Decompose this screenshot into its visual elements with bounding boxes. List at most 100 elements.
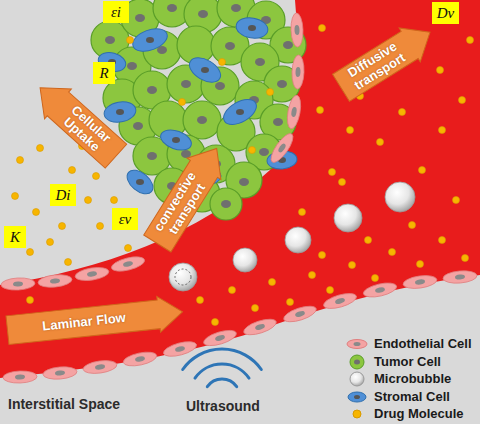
cell-nucleus	[215, 82, 225, 90]
cell-nucleus	[254, 323, 265, 331]
drug-molecule	[319, 25, 326, 32]
legend-sample	[347, 340, 367, 349]
cell-nucleus	[239, 178, 249, 186]
drug-molecule	[439, 127, 446, 134]
endothelial-cell	[82, 359, 117, 376]
tumor-cell	[210, 188, 242, 220]
drug-molecule	[47, 239, 54, 246]
drug-molecule	[377, 139, 384, 146]
cell-nucleus	[283, 41, 293, 49]
transport-arrow: Laminar Flow	[6, 294, 185, 348]
drug-molecule	[125, 245, 132, 252]
drug-molecule	[212, 319, 219, 326]
stromal-cell	[130, 24, 171, 55]
cell-nucleus	[146, 37, 154, 43]
tumor-swatch	[346, 354, 368, 370]
drug-molecule	[252, 305, 259, 312]
arrow-label: Cellular Uptake	[50, 95, 122, 164]
cell-nucleus	[415, 279, 426, 285]
cell-nucleus	[50, 278, 60, 284]
cell-nucleus	[236, 109, 244, 115]
microbubble-swatch	[346, 371, 368, 387]
cell-nucleus	[127, 62, 137, 70]
legend-label: Drug Molecule	[374, 406, 464, 422]
drug-molecule	[197, 297, 204, 304]
endothelial-cell	[285, 94, 303, 130]
transport-arrow: Diffusive transport	[330, 15, 440, 105]
tumor-cell	[183, 101, 221, 139]
cell-nucleus	[55, 370, 65, 376]
cell-nucleus	[294, 25, 299, 35]
arrow-label: Laminar Flow	[42, 311, 127, 334]
endothelial-swatch	[346, 336, 368, 352]
cell-nucleus	[221, 200, 231, 208]
cell-nucleus	[133, 122, 143, 130]
cell-nucleus	[135, 356, 146, 363]
cell-nucleus	[116, 109, 124, 115]
drug-molecule	[27, 297, 34, 304]
arrow-body	[140, 138, 233, 254]
arrow-text-area: Laminar Flow	[10, 297, 159, 348]
cell-nucleus	[259, 148, 269, 156]
parameter-box: K	[4, 226, 26, 248]
endothelial-cell	[162, 339, 198, 359]
legend-item: Endothelial Cell	[346, 336, 472, 352]
microbubble	[285, 227, 311, 253]
cell-nucleus	[335, 297, 346, 305]
stromal-swatch	[346, 389, 368, 405]
drug-molecule	[309, 272, 316, 279]
legend-item: Tumor Cell	[346, 354, 441, 370]
endothelial-cell	[322, 291, 358, 312]
cell-nucleus	[87, 271, 98, 278]
cell-nucleus	[135, 14, 145, 22]
endothelial-cell	[443, 270, 478, 285]
microbubble	[385, 182, 415, 212]
ultrasound-wave	[195, 364, 249, 378]
cell-nucleus	[147, 86, 157, 94]
cell-nucleus	[455, 274, 465, 280]
drug-molecule	[319, 252, 326, 259]
endothelial-cell	[43, 366, 78, 381]
drug-molecule	[462, 255, 469, 262]
stromal-cell	[123, 165, 158, 198]
cell-nucleus	[214, 334, 225, 342]
cell-nucleus	[13, 281, 23, 287]
cell-nucleus	[172, 137, 180, 143]
arrow-label: convective transport	[148, 163, 215, 247]
parameter-symbol: K	[10, 230, 20, 245]
parameter-symbol: Di	[56, 188, 71, 203]
drug-molecule	[417, 261, 424, 268]
drug-molecule	[85, 197, 92, 204]
transport-arrow: Cellular Uptake	[27, 73, 130, 171]
parameter-box: εi	[103, 1, 129, 23]
drug-molecule	[409, 222, 416, 229]
cell-nucleus	[181, 150, 191, 158]
drug-molecule	[65, 259, 72, 266]
cell-nucleus	[273, 118, 283, 126]
drug-molecule	[111, 197, 118, 204]
endothelial-cell	[74, 265, 109, 282]
drug-molecule	[419, 167, 426, 174]
endothelial-cell	[267, 131, 296, 166]
cell-nucleus	[181, 80, 191, 88]
ultrasound-wave	[183, 349, 262, 369]
drug-molecule	[249, 147, 256, 154]
endothelial-cell	[202, 327, 238, 348]
endothelial-cell	[3, 370, 37, 383]
arrow-body	[330, 15, 440, 105]
legend-sample	[354, 395, 360, 399]
cell-nucleus	[95, 364, 106, 370]
drug-molecule	[365, 237, 372, 244]
drug-molecule	[97, 223, 104, 230]
endothelial-cell	[122, 350, 158, 369]
parameter-symbol: εi	[111, 5, 121, 20]
microbubble	[334, 204, 362, 232]
drug-molecule	[317, 107, 324, 114]
cell-nucleus	[277, 142, 287, 153]
drug-molecule	[127, 37, 134, 44]
drug-molecule	[339, 179, 346, 186]
cell-nucleus	[105, 36, 115, 44]
cell-nucleus	[231, 4, 241, 12]
arrow-body	[27, 73, 130, 171]
legend-label: Microbubble	[374, 371, 451, 387]
